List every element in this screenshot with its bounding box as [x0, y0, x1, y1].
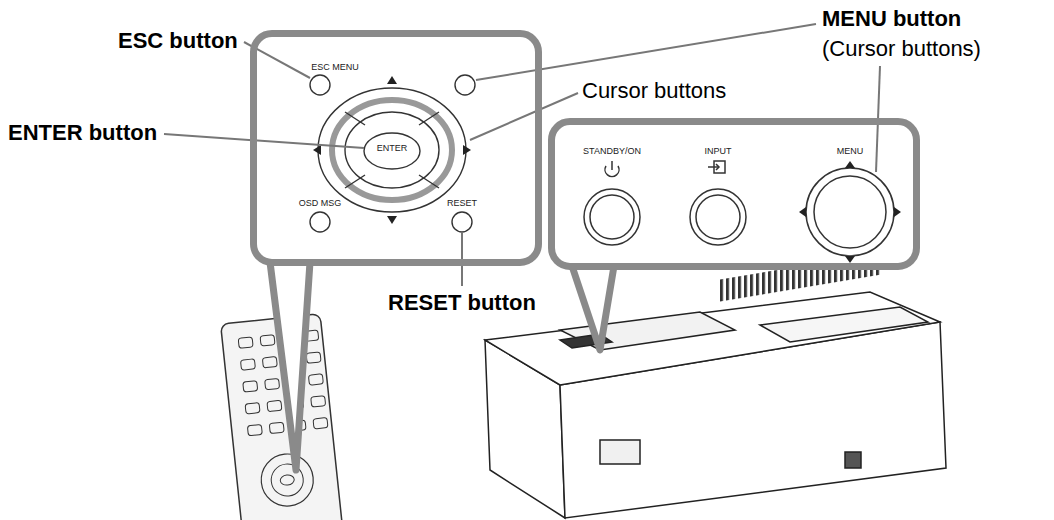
callout-label: (Cursor buttons) [822, 36, 981, 62]
remote-buttons [310, 75, 475, 232]
button-label: RESET [447, 198, 477, 208]
callout-label: ENTER button [8, 120, 157, 146]
menu-arrows [799, 161, 901, 263]
button-label: ESC MENU [311, 62, 359, 72]
button-label: STANDBY/ON [583, 146, 641, 156]
callout-label: Cursor buttons [582, 78, 726, 104]
button-label: ENTER [377, 143, 408, 153]
button-label: OSD MSG [299, 198, 342, 208]
callout-label: ESC button [118, 28, 238, 54]
button-label: INPUT [705, 146, 732, 156]
remote-callout: ESC MENU ENTER OSD MSG RESET [250, 30, 542, 266]
panel-callout: STANDBY/ON INPUT MENU [548, 118, 920, 270]
button-label: MENU [837, 146, 864, 156]
callout-label: RESET button [388, 290, 536, 316]
projector [485, 253, 946, 518]
leader-lines [164, 24, 880, 286]
callout-label: MENU button [822, 6, 961, 32]
panel-buttons [584, 161, 894, 256]
